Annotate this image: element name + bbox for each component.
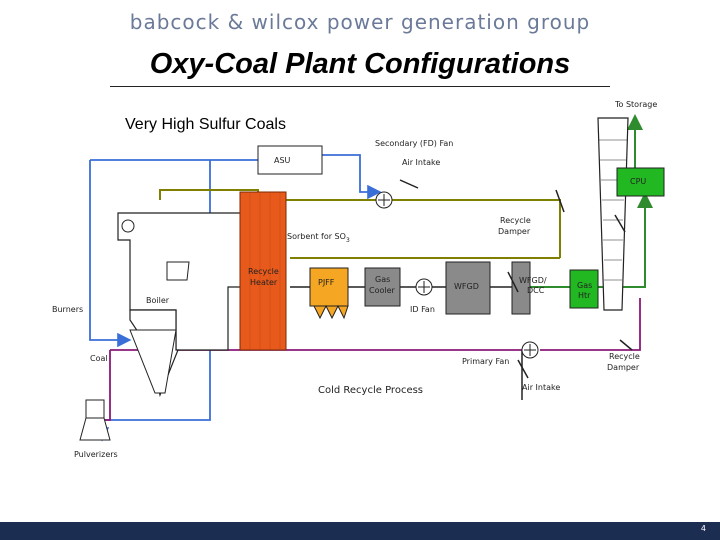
footer-bar (0, 522, 720, 540)
label-cpu: CPU (630, 177, 646, 186)
label-air-intake-bottom: Air Intake (522, 383, 560, 392)
label-gas-cooler-2: Cooler (369, 286, 396, 295)
pjff-hoppers (310, 304, 349, 320)
label-burners: Burners (52, 305, 83, 314)
secondary-fan (375, 191, 393, 209)
label-recycle-damper-bottom-1: Recycle (609, 352, 640, 361)
label-gas-htr-2: Htr (578, 291, 591, 300)
id-fan (415, 278, 433, 296)
label-wfgd: WFGD (454, 282, 479, 291)
recycle-damper-top (555, 189, 565, 213)
label-cold-recycle: Cold Recycle Process (318, 385, 423, 396)
label-gas-htr-1: Gas (577, 281, 592, 290)
label-wfgd-dcc-1: WFGD/ (519, 276, 547, 285)
co2-damper (614, 214, 626, 233)
label-recycle-damper-top-1: Recycle (500, 216, 531, 225)
cpu-unit (616, 167, 665, 197)
boiler-hopper (129, 329, 177, 394)
wfgd-damper (507, 271, 519, 293)
label-wfgd-dcc-2: DCC (527, 286, 545, 295)
brand-logo-text: babcock & wilcox power generation group (129, 10, 591, 34)
label-boiler: Boiler (146, 296, 170, 305)
label-pjff: PJFF (318, 278, 335, 287)
label-recycle-damper-bottom-2: Damper (607, 363, 640, 372)
label-recycle-damper-top-2: Damper (498, 227, 531, 236)
page-subtitle: Very High Sulfur Coals (125, 116, 286, 133)
label-sorbent: Sorbent for SO3 (287, 232, 350, 244)
air-intake-damper-bottom (517, 359, 529, 379)
label-gas-cooler-1: Gas (375, 275, 390, 284)
boiler (117, 212, 251, 398)
primary-fan (521, 341, 539, 359)
label-to-storage: To Storage (614, 100, 657, 109)
label-secondary-fan: Secondary (FD) Fan (375, 139, 453, 148)
pulverizer (79, 399, 111, 441)
label-air-intake-top: Air Intake (402, 158, 440, 167)
wfgd-dcc-vessel (511, 261, 531, 315)
title-underline (110, 86, 610, 87)
recycle-damper-bottom (619, 339, 633, 351)
wfgd-vessel (445, 261, 491, 315)
page-number: 4 (700, 524, 706, 533)
asu-unit (257, 145, 323, 175)
boiler-drum (121, 219, 135, 233)
label-id-fan: ID Fan (410, 305, 435, 314)
pjff-unit (309, 267, 349, 307)
label-asu: ASU (274, 156, 291, 165)
stack-chimney (597, 117, 629, 311)
gas-heater (569, 269, 599, 309)
air-intake-damper-top (399, 179, 419, 189)
main-gas-path (290, 286, 523, 400)
label-recycle-heater-1: Recycle (248, 267, 279, 276)
recycle-heater (239, 191, 287, 351)
label-pulverizers: Pulverizers (74, 450, 118, 459)
label-coal: Coal (90, 354, 108, 363)
label-primary-fan: Primary Fan (462, 357, 509, 366)
page-title: Oxy-Coal Plant Configurations (149, 48, 571, 80)
gas-cooler (364, 267, 401, 307)
label-recycle-heater-2: Heater (250, 278, 278, 287)
boiler-nose (166, 261, 190, 281)
